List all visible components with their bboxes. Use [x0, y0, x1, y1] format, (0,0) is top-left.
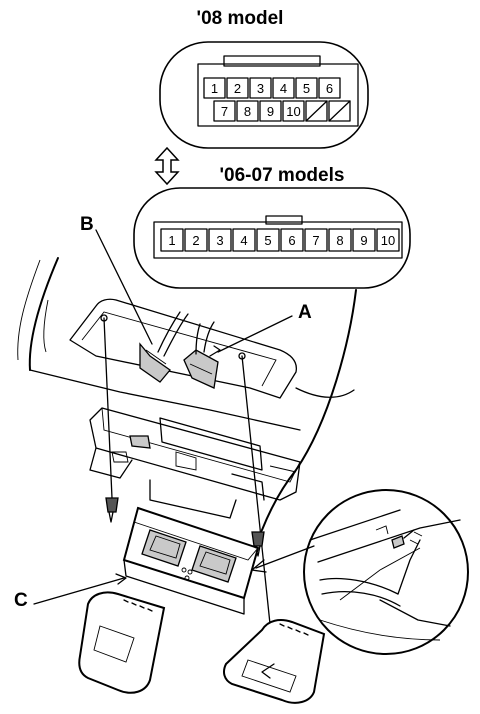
title-06-07-models: '06-07 models [220, 165, 345, 186]
connector-08-housing [197, 63, 359, 127]
pin-08-4: 4 [280, 81, 287, 96]
callout-c: C [14, 590, 28, 611]
pin-08-7: 7 [221, 104, 228, 119]
connector-a-harness [183, 321, 219, 389]
pin-08-10: 10 [286, 104, 300, 119]
pin-0607-2: 2 [192, 233, 199, 248]
pin-08-5: 5 [303, 81, 310, 96]
mount-hole-left [100, 314, 108, 322]
lens-cover-right [223, 619, 326, 704]
interchange-arrow-icon [154, 146, 180, 186]
screw-guide-left [103, 317, 113, 499]
pin-0607-6: 6 [288, 233, 295, 248]
pin-0607-5: 5 [264, 233, 271, 248]
connector-0607-housing [153, 221, 403, 259]
pin-08-8: 8 [244, 104, 251, 119]
title-08-model: '08 model [197, 8, 284, 29]
screw-guide-right [241, 355, 271, 625]
pin-08-6: 6 [326, 81, 333, 96]
connector-0607-latch [265, 215, 303, 225]
connector-08-pins: 1 2 3 4 5 6 7 8 9 10 [203, 77, 351, 122]
screw-left-icon [105, 497, 119, 523]
connector-08-latch [223, 55, 321, 67]
pin-08-2: 2 [234, 81, 241, 96]
pin-0607-1: 1 [168, 233, 175, 248]
leader-b [95, 229, 153, 345]
connector-0607-outline [133, 187, 411, 289]
leader-c-arrowhead [115, 573, 127, 585]
lens-cover-left [78, 591, 166, 694]
mount-hole-right [238, 352, 246, 360]
pin-0607-7: 7 [312, 233, 319, 248]
detail-leader [255, 545, 315, 569]
pin-0607-9: 9 [360, 233, 367, 248]
pin-0607-3: 3 [216, 233, 223, 248]
callout-b: B [80, 214, 94, 235]
connector-b-harness [139, 311, 189, 383]
map-light-unit [122, 506, 260, 615]
mounting-bracket [89, 407, 301, 519]
pin-0607-4: 4 [240, 233, 247, 248]
pin-08-3: 3 [257, 81, 264, 96]
pin-0607-10: 10 [381, 233, 395, 248]
pin-08-9: 9 [267, 104, 274, 119]
pin-08-1: 1 [211, 81, 218, 96]
detail-inset [303, 489, 469, 655]
leader-c [33, 577, 125, 605]
pin-0607-8: 8 [336, 233, 343, 248]
connector-0607-pins: 1 2 3 4 5 6 7 8 9 10 [160, 228, 400, 252]
callout-a: A [298, 302, 312, 323]
detail-leader-arrowhead [251, 559, 267, 573]
leader-a-arrowhead [209, 345, 221, 357]
leader-a [217, 315, 293, 353]
